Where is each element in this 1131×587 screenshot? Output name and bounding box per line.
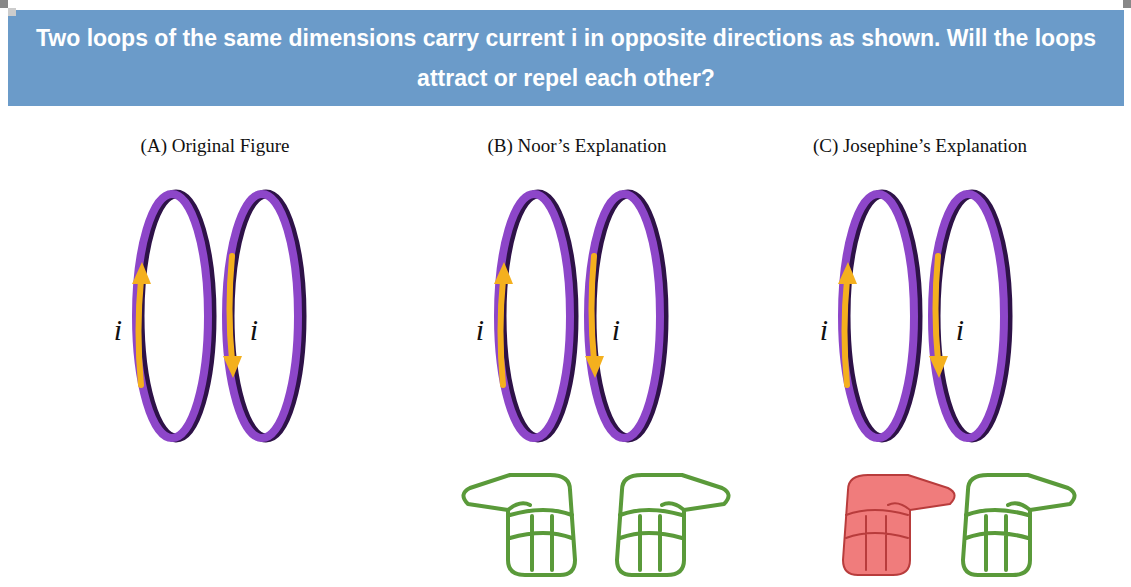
current-label: i (612, 313, 620, 347)
question-title: Two loops of the same dimensions carry c… (14, 18, 1118, 98)
panel-heading: (B) Noor’s Explanation (487, 135, 666, 157)
current-label: i (820, 313, 828, 347)
current-label: i (956, 313, 964, 347)
title-banner (8, 10, 1124, 106)
current-label: i (476, 313, 484, 347)
panel-heading: (C) Josephine’s Explanation (813, 135, 1027, 157)
current-label: i (250, 313, 258, 347)
panel-heading: (A) Original Figure (141, 135, 290, 157)
current-label: i (114, 313, 122, 347)
